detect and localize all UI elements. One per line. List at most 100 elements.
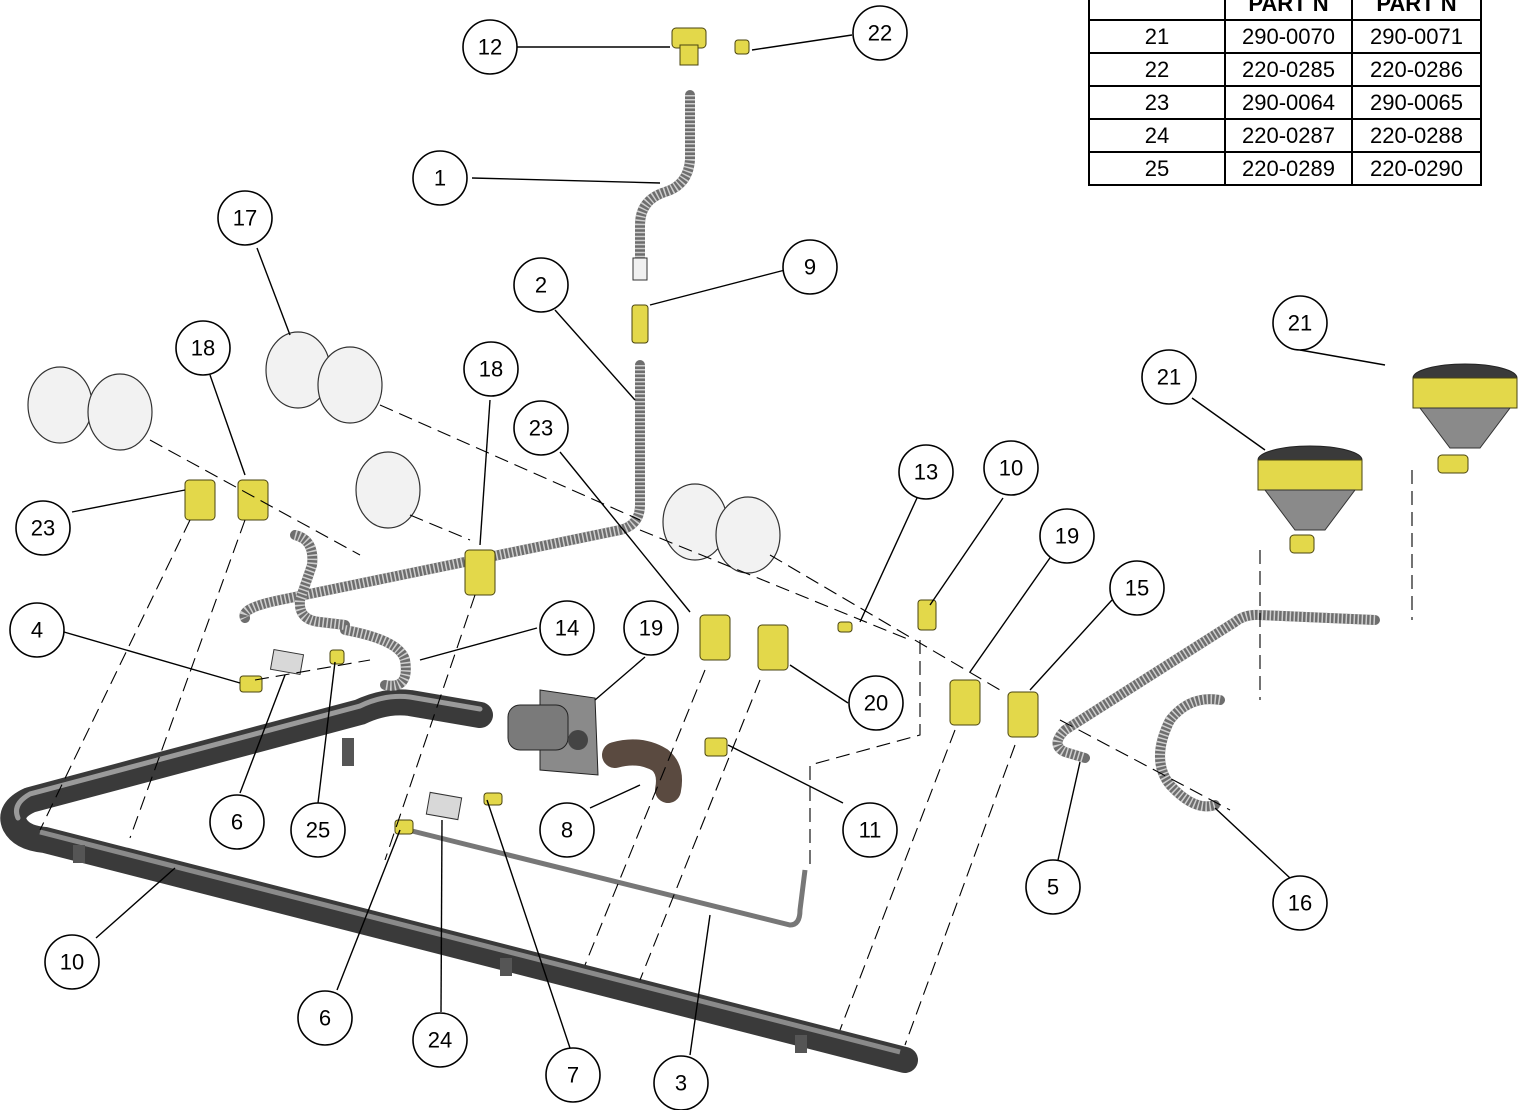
callout-12: 12 [462, 19, 518, 75]
callout-circle [297, 990, 353, 1046]
table-row: 21 290-0070 290-0071 [1088, 19, 1482, 54]
callout-label: 16 [1288, 891, 1312, 916]
callout-19: 19 [1039, 508, 1095, 564]
callout-circle [412, 150, 468, 206]
table-cell: 290-0065 [1351, 85, 1482, 120]
callout-circle [539, 600, 595, 656]
table-cell: 23 [1088, 85, 1226, 120]
callout-label: 6 [231, 810, 243, 835]
elbow-fitting [602, 739, 682, 803]
callout-circle [842, 802, 898, 858]
callout-label: 9 [804, 255, 816, 280]
callout-circle [462, 19, 518, 75]
callout-22: 22 [852, 5, 908, 61]
callout-label: 20 [864, 691, 888, 716]
valves [184, 479, 1039, 835]
table-cell: 220-0289 [1224, 151, 1353, 186]
callout-circle [848, 675, 904, 731]
callout-3: 3 [653, 1055, 709, 1110]
table-cell: 220-0290 [1351, 151, 1482, 186]
callout-label: 19 [639, 616, 663, 641]
callout-label: 18 [479, 357, 503, 382]
callout-10: 10 [44, 934, 100, 990]
knobs [27, 331, 781, 574]
flex-hose-5 [1052, 609, 1380, 763]
callout-label: 17 [233, 206, 257, 231]
table-cell: 220-0288 [1351, 118, 1482, 153]
callout-6: 6 [297, 990, 353, 1046]
callout-13: 13 [898, 444, 954, 500]
callout-23: 23 [15, 500, 71, 556]
callout-11: 11 [842, 802, 898, 858]
callout-label: 4 [31, 618, 43, 643]
callout-circle [15, 500, 71, 556]
callout-label: 12 [478, 35, 502, 60]
callout-label: 22 [868, 21, 892, 46]
callout-5: 5 [1025, 859, 1081, 915]
callout-label: 3 [675, 1071, 687, 1096]
top-elbow-fitting [671, 27, 750, 66]
callout-9: 9 [782, 239, 838, 295]
regulator [507, 689, 599, 776]
callout-7: 7 [545, 1047, 601, 1103]
callout-14: 14 [539, 600, 595, 656]
table-cell: 220-0285 [1224, 52, 1353, 87]
table-cell: 290-0070 [1224, 19, 1353, 54]
callout-circle [175, 320, 231, 376]
callout-circle [1025, 859, 1081, 915]
assembly-lines [39, 404, 1413, 1046]
table-header: PART N [1224, 0, 1353, 21]
callout-label: 25 [306, 818, 330, 843]
callout-label: 23 [529, 416, 553, 441]
callout-10: 10 [983, 440, 1039, 496]
flex-hose-4 [290, 530, 411, 691]
callout-15: 15 [1109, 560, 1165, 616]
callout-17: 17 [217, 190, 273, 246]
callout-18: 18 [175, 320, 231, 376]
plate [425, 791, 463, 821]
callout-label: 1 [434, 166, 446, 191]
flex-hose-main [239, 90, 695, 623]
table-cell: 24 [1088, 118, 1226, 153]
callout-circle [1109, 560, 1165, 616]
table-header [1088, 0, 1226, 21]
callout-circle [1039, 508, 1095, 564]
table-row: 24 220-0287 220-0288 [1088, 118, 1482, 153]
callout-circle [44, 934, 100, 990]
callout-16: 16 [1272, 875, 1328, 931]
callout-6: 6 [209, 794, 265, 850]
table-row: 22 220-0285 220-0286 [1088, 52, 1482, 87]
callout-circle [217, 190, 273, 246]
union-fitting [631, 304, 649, 344]
table-cell: 290-0064 [1224, 85, 1353, 120]
callout-circle [782, 239, 838, 295]
callout-21: 21 [1272, 295, 1328, 351]
callout-1: 1 [412, 150, 468, 206]
callout-circle [513, 400, 569, 456]
callout-label: 15 [1125, 576, 1149, 601]
callout-circle [539, 802, 595, 858]
callout-label: 10 [60, 950, 84, 975]
callout-label: 21 [1288, 311, 1312, 336]
callout-18: 18 [463, 341, 519, 397]
callout-4: 4 [9, 602, 65, 658]
callout-circle [9, 602, 65, 658]
callout-label: 19 [1055, 524, 1079, 549]
table-row: 25 220-0289 220-0290 [1088, 151, 1482, 186]
callout-label: 24 [428, 1028, 452, 1053]
callout-circle [898, 444, 954, 500]
callout-24: 24 [412, 1012, 468, 1068]
callout-21: 21 [1141, 349, 1197, 405]
callout-label: 21 [1157, 365, 1181, 390]
callout-label: 11 [859, 818, 882, 843]
callout-circle [412, 1012, 468, 1068]
callout-circle [653, 1055, 709, 1110]
callout-circle [513, 257, 569, 313]
callout-circle [1272, 875, 1328, 931]
table-cell: 25 [1088, 151, 1226, 186]
callout-label: 14 [555, 616, 579, 641]
flex-hose-3 [1155, 694, 1225, 812]
callout-circle [1141, 349, 1197, 405]
